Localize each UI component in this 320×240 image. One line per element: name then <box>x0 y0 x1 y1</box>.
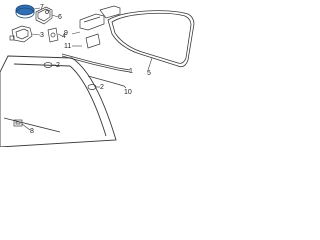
callout-5: 5 <box>147 70 151 77</box>
windshield-parts-diagram <box>0 4 195 147</box>
mirror-bracket-part <box>79 5 121 49</box>
rain-sensor-part <box>15 4 35 19</box>
callout-11: 11 <box>64 43 72 50</box>
callout-2b: 2 <box>100 84 104 91</box>
callout-7: 7 <box>40 4 44 11</box>
sensor-cover-part <box>9 25 33 43</box>
callout-10: 10 <box>124 89 132 96</box>
callout-4: 4 <box>62 33 66 40</box>
callout-1: 1 <box>129 68 133 75</box>
callout-9: 9 <box>64 30 68 37</box>
windshield-glass <box>0 55 117 147</box>
windshield-frame <box>107 10 195 68</box>
sensor-bracket-part <box>35 6 53 25</box>
callout-2: 2 <box>56 62 60 69</box>
glass-clip-part <box>13 62 97 127</box>
callout-8: 8 <box>30 128 34 135</box>
leader-line-7 <box>33 7 41 10</box>
moulding-strip-part <box>61 53 131 87</box>
callout-6: 6 <box>58 14 62 21</box>
callout-3: 3 <box>40 32 44 39</box>
mirror-mount-part <box>47 27 59 43</box>
